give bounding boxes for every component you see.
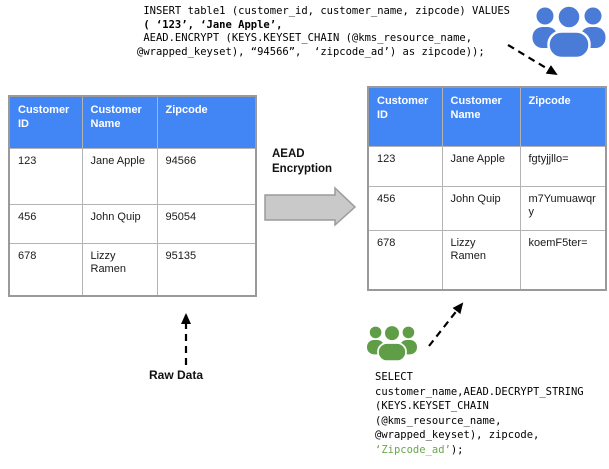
select-sql-line: @wrapped_keyset), zipcode, xyxy=(375,429,540,442)
raw-data-label: Raw Data xyxy=(149,368,204,382)
cell-zipcode: 95135 xyxy=(156,242,257,297)
column-header: Customer Name xyxy=(441,86,521,147)
table-row: 123 Jane Apple fgtyjjllo= xyxy=(367,145,607,187)
insert-sql-line: AEAD.ENCRYPT (KEYS.KEYSET_CHAIN (@kms_re… xyxy=(137,32,473,44)
users-icon xyxy=(532,4,606,58)
table-row: 456 John Quip m7Yumuawqry xyxy=(367,185,607,231)
insert-sql-code: INSERT table1 (customer_id, customer_nam… xyxy=(137,5,510,59)
cell-zipcode: 94566 xyxy=(156,147,257,205)
cell-customer-id: 678 xyxy=(8,242,83,297)
select-sql-line: customer_name,AEAD.DECRYPT_STRING xyxy=(375,385,584,398)
aead-encryption-label: AEAD Encryption xyxy=(272,148,333,175)
select-sql-line-last: ‘Zipcode_ad’); xyxy=(375,443,584,458)
zipcode-ad-literal: ‘Zipcode_ad’ xyxy=(375,443,451,456)
select-sql-code: SELECT customer_name,AEAD.DECRYPT_STRING (… xyxy=(375,370,584,458)
cell-zipcode-encrypted: m7Yumuawqry xyxy=(519,185,607,231)
table-row: 678 Lizzy Ramen 95135 xyxy=(8,242,257,297)
column-header: Customer ID xyxy=(367,86,443,147)
cell-customer-name: Jane Apple xyxy=(81,147,158,205)
raw-data-table: Customer ID Customer Name Zipcode 123 Ja… xyxy=(8,95,257,297)
cell-zipcode-encrypted: koemF5ter= xyxy=(519,229,607,291)
table-row: 123 Jane Apple 94566 xyxy=(8,147,257,205)
cell-customer-name: John Quip xyxy=(81,203,158,244)
select-sql-line: (KEYS.KEYSET_CHAIN xyxy=(375,400,489,413)
cell-customer-id: 123 xyxy=(8,147,83,205)
cell-customer-id: 456 xyxy=(367,185,443,231)
cell-customer-name: Lizzy Ramen xyxy=(441,229,521,291)
insert-sql-line: @wrapped_keyset), “94566”, ‘zipcode_ad’)… xyxy=(137,45,485,58)
select-sql-line: SELECT xyxy=(375,371,413,383)
cell-customer-name: Jane Apple xyxy=(441,145,521,187)
insert-sql-line-values: ( ‘123’, ‘Jane Apple’, xyxy=(137,18,283,31)
users-icon xyxy=(367,324,417,363)
cell-customer-name: John Quip xyxy=(441,185,521,231)
table-header-row: Customer ID Customer Name Zipcode xyxy=(367,86,607,147)
cell-customer-id: 678 xyxy=(367,229,443,291)
table-header-row: Customer ID Customer Name Zipcode xyxy=(8,95,257,149)
select-sql-line: (@kms_resource_name, xyxy=(375,414,502,427)
table-row: 456 John Quip 95054 xyxy=(8,203,257,244)
column-header: Customer Name xyxy=(81,95,158,149)
statement-end: ); xyxy=(450,443,464,456)
cell-zipcode-encrypted: fgtyjjllo= xyxy=(519,145,607,187)
cell-zipcode: 95054 xyxy=(156,203,257,244)
dashed-arrow-select xyxy=(428,302,464,347)
column-header: Zipcode xyxy=(156,95,257,149)
cell-customer-name: Lizzy Ramen xyxy=(81,242,158,297)
column-header: Zipcode xyxy=(519,86,607,147)
cell-customer-id: 456 xyxy=(8,203,83,244)
encryption-arrow xyxy=(264,186,357,227)
insert-sql-line: INSERT table1 (customer_id, customer_nam… xyxy=(137,5,510,17)
table-row: 678 Lizzy Ramen koemF5ter= xyxy=(367,229,607,291)
cell-customer-id: 123 xyxy=(367,145,443,187)
column-header: Customer ID xyxy=(8,95,83,149)
encrypted-data-table: Customer ID Customer Name Zipcode 123 Ja… xyxy=(367,86,607,291)
